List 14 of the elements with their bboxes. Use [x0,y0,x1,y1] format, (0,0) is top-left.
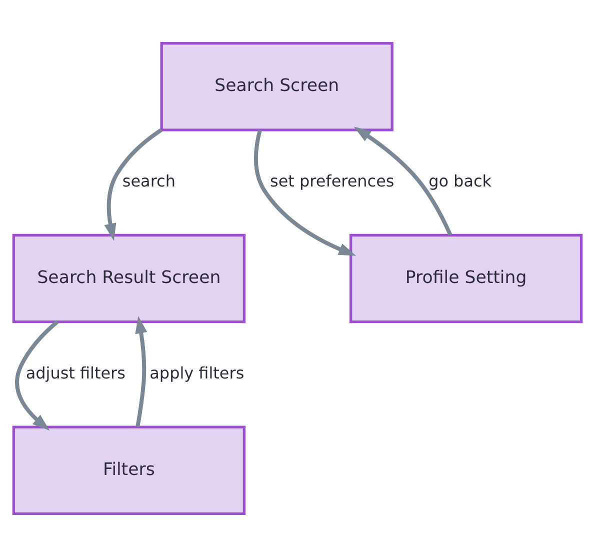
edge-label: apply filters [150,364,244,383]
node-box: Search Result Screen [12,234,246,324]
node-box: Search Screen [160,42,394,132]
arrow [135,316,148,428]
arrow [254,130,356,256]
arrow [354,126,452,236]
edge-label: go back [428,172,492,191]
node-box: Filters [12,426,246,515]
edge-label: search [122,172,176,191]
edge-label: set preferences [270,172,394,191]
arrow [104,128,162,241]
node-box: Profile Setting [349,234,583,324]
arrow [15,320,59,431]
edge-label: adjust filters [26,364,126,383]
